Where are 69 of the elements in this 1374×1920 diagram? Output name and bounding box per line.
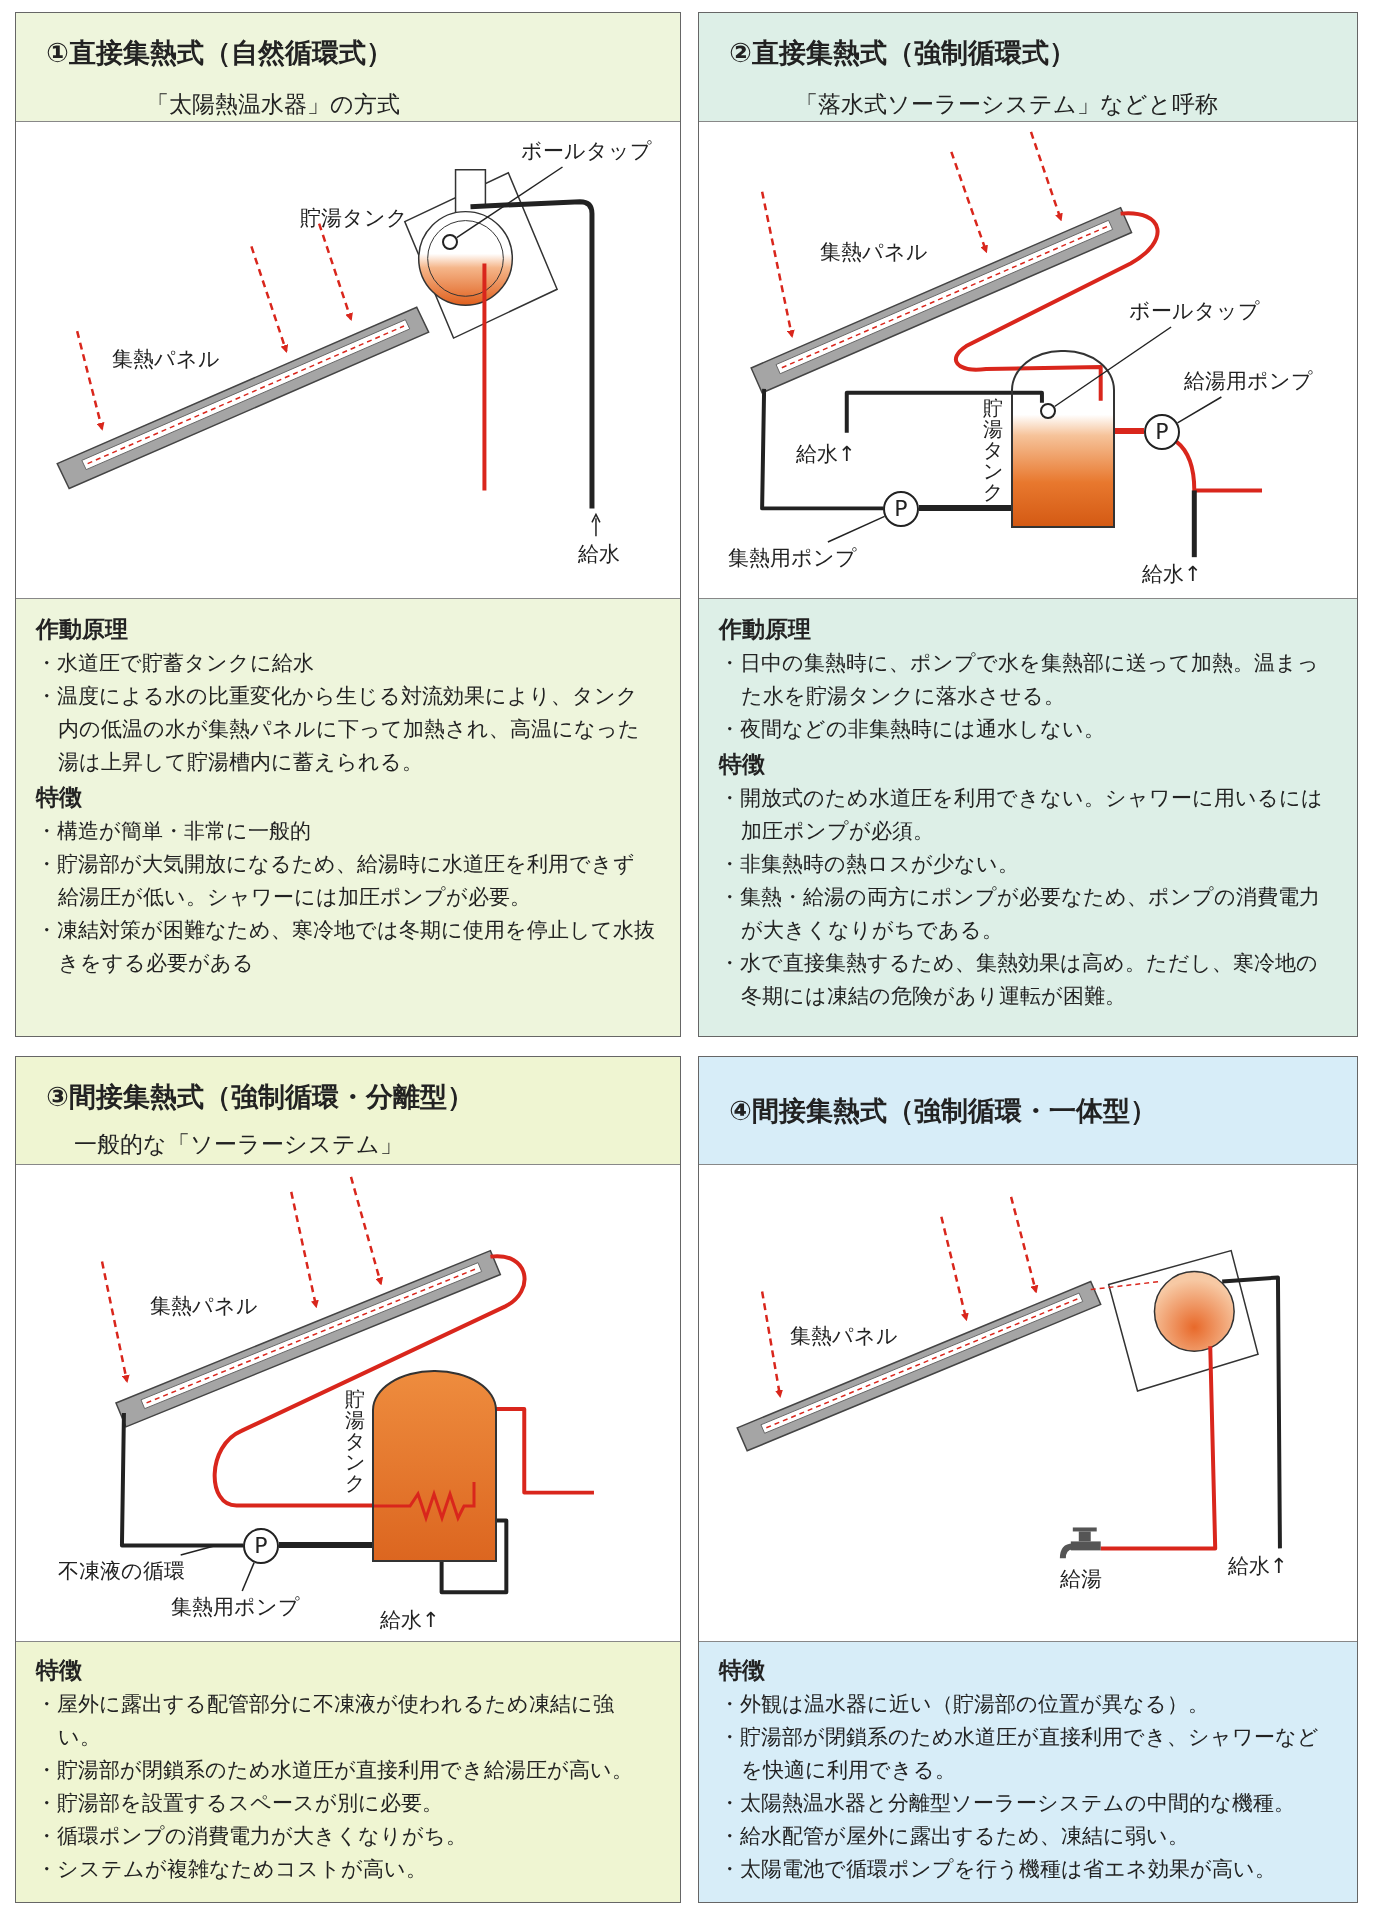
bullet-item: ・開放式のため水道圧を利用できない。シャワーに用いるには加圧ポンプが必須。 <box>719 785 1324 845</box>
section-heading: 作動原理 <box>36 615 129 644</box>
section-heading: 特徴 <box>719 750 766 779</box>
bullet-item: ・水で直接集熱するため、集熱効果は高め。ただし、寒冷地の冬期には凍結の危険があり運転が困難。 <box>719 950 1319 1010</box>
pipe <box>279 1542 372 1548</box>
bullet-item: ・夜間などの非集熱時には通水しない。 <box>719 716 1106 743</box>
panel-title: ②直接集熱式（強制循環式） <box>729 36 1076 70</box>
leader-line <box>455 166 564 239</box>
panel <box>15 12 681 1037</box>
bullet-item: ・循環ポンプの消費電力が大きくなりがち。 <box>36 1823 468 1850</box>
callout-label: 集熱用ポンプ <box>728 544 857 572</box>
bullet-item: ・貯湯部が大気開放になるため、給湯時に水道圧を利用できず給湯圧が低い。シャワーには加圧ポンプが必要。 <box>36 851 636 911</box>
ball-float <box>1040 403 1056 419</box>
bullet-item: ・外観は温水器に近い（貯湯部の位置が異なる）。 <box>719 1691 1210 1718</box>
part-label: 集熱パネル <box>790 1323 898 1350</box>
bullet-item: ・貯湯部が閉鎖系のため水道圧が直接利用でき給湯圧が高い。 <box>36 1757 634 1784</box>
section-heading: 特徴 <box>36 1656 83 1685</box>
callout-label: 集熱用ポンプ <box>171 1593 300 1621</box>
part-label: 給水↑ <box>796 441 856 468</box>
tank-label: 貯湯タンク <box>982 398 1003 503</box>
part-label: 集熱パネル <box>150 1293 258 1320</box>
tank-label: 貯湯タンク <box>344 1389 365 1494</box>
bullet-item: ・集熱・給湯の両方にポンプが必要なため、ポンプの消費電力が大きくなりがちである。 <box>719 884 1321 944</box>
panel <box>698 12 1358 1037</box>
leader-line <box>179 1545 215 1556</box>
bullet-item: ・凍結対策が困難なため、寒冷地では冬期に使用を停止して水抜きをする必要がある <box>36 917 655 977</box>
pipe <box>919 505 1011 511</box>
section-heading: 特徴 <box>719 1656 766 1685</box>
panel <box>698 1056 1358 1903</box>
leader-line <box>827 515 886 543</box>
bullet-item: ・非集熱時の熱ロスが少ない。 <box>719 851 1020 878</box>
storage-tank <box>372 1370 497 1562</box>
callout-label: ボールタップ <box>521 137 652 165</box>
callout-label: ボールタップ <box>1129 297 1260 325</box>
section-heading: 特徴 <box>36 783 83 812</box>
callout-label: 給湯用ポンプ <box>1184 367 1313 395</box>
part-label: 給水↑ <box>1142 561 1202 588</box>
part-label: 給湯 <box>1060 1566 1102 1593</box>
leader-line <box>1176 396 1223 424</box>
storage-tank <box>1011 350 1115 528</box>
bullet-item: ・構造が簡単・非常に一般的 <box>36 818 312 845</box>
part-label: 給水↑ <box>380 1607 440 1634</box>
part-label: 集熱パネル <box>820 239 928 266</box>
bullet-item: ・システムが複雑なためコストが高い。 <box>36 1856 428 1883</box>
panel-title: ④間接集熱式（強制循環・一体型） <box>729 1094 1157 1128</box>
bullet-item: ・太陽熱温水器と分離型ソーラーシステムの中間的な機種。 <box>719 1790 1296 1817</box>
part-label: 集熱パネル <box>112 346 220 373</box>
panel-subtitle: 一般的な「ソーラーシステム」 <box>74 1130 403 1159</box>
bullet-item: ・温度による水の比重変化から生じる対流効果により、タンク内の低温の水が集熱パネルに下って加熱され、高温になった湯は上昇して貯湯槽内に蓄えられる。 <box>36 683 641 776</box>
part-label: 給水 <box>578 541 620 568</box>
bullet-item: ・日中の集熱時に、ポンプで水を集熱部に送って加熱。温まった水を貯湯タンクに落水させる。 <box>719 650 1320 710</box>
panel-subtitle: 「太陽熱温水器」の方式 <box>146 90 400 119</box>
bullet-item: ・屋外に露出する配管部分に不凍液が使われるため凍結に強い。 <box>36 1691 615 1751</box>
section-heading: 作動原理 <box>719 615 812 644</box>
panel-subtitle: 「落水式ソーラーシステム」などと呼称 <box>795 90 1218 119</box>
panel <box>15 1056 681 1903</box>
callout-label: 不凍液の循環 <box>58 1557 185 1585</box>
pipe <box>1115 428 1144 434</box>
leader-line <box>1053 326 1172 408</box>
leader-line <box>241 1561 255 1592</box>
part-label: 貯湯タンク <box>300 205 408 232</box>
bullet-item: ・貯湯部を設置するスペースが別に必要。 <box>36 1790 444 1817</box>
bullet-item: ・水道圧で貯蓄タンクに給水 <box>36 650 315 677</box>
panel-title: ③間接集熱式（強制循環・分離型） <box>46 1080 474 1114</box>
bullet-item: ・貯湯部が閉鎖系のため水道圧が直接利用でき、シャワーなどを快適に利用できる。 <box>719 1724 1320 1784</box>
part-label: 給水↑ <box>1228 1553 1288 1580</box>
bullet-item: ・太陽電池で循環ポンプを行う機種は省エネ効果が高い。 <box>719 1856 1277 1883</box>
panel-title: ①直接集熱式（自然循環式） <box>46 36 393 70</box>
bullet-item: ・給水配管が屋外に露出するため、凍結に弱い。 <box>719 1823 1190 1850</box>
